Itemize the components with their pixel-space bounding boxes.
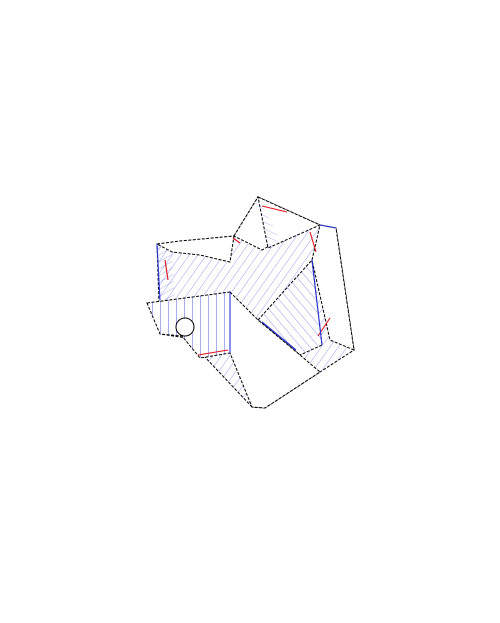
front-left-panel	[146, 291, 231, 359]
lower-pocket	[229, 290, 321, 409]
center-right-panel	[257, 258, 323, 356]
top-flap	[233, 195, 322, 251]
left-upper-flap	[155, 235, 235, 300]
blue-edges	[156, 224, 337, 353]
red-creases	[164, 205, 331, 356]
